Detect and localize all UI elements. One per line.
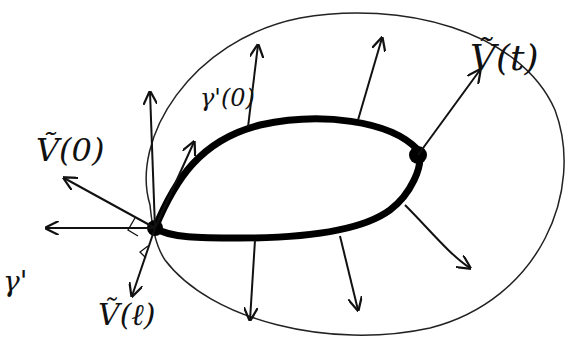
tangent-label: γ' xyxy=(3,268,27,296)
vector-label: Ṽ(t) xyxy=(470,40,539,76)
tangent-label: γ'(0) xyxy=(200,86,255,110)
vector-label: Ṽ(ℓ) xyxy=(98,300,156,330)
vector-label: Ṽ(0) xyxy=(36,134,104,166)
